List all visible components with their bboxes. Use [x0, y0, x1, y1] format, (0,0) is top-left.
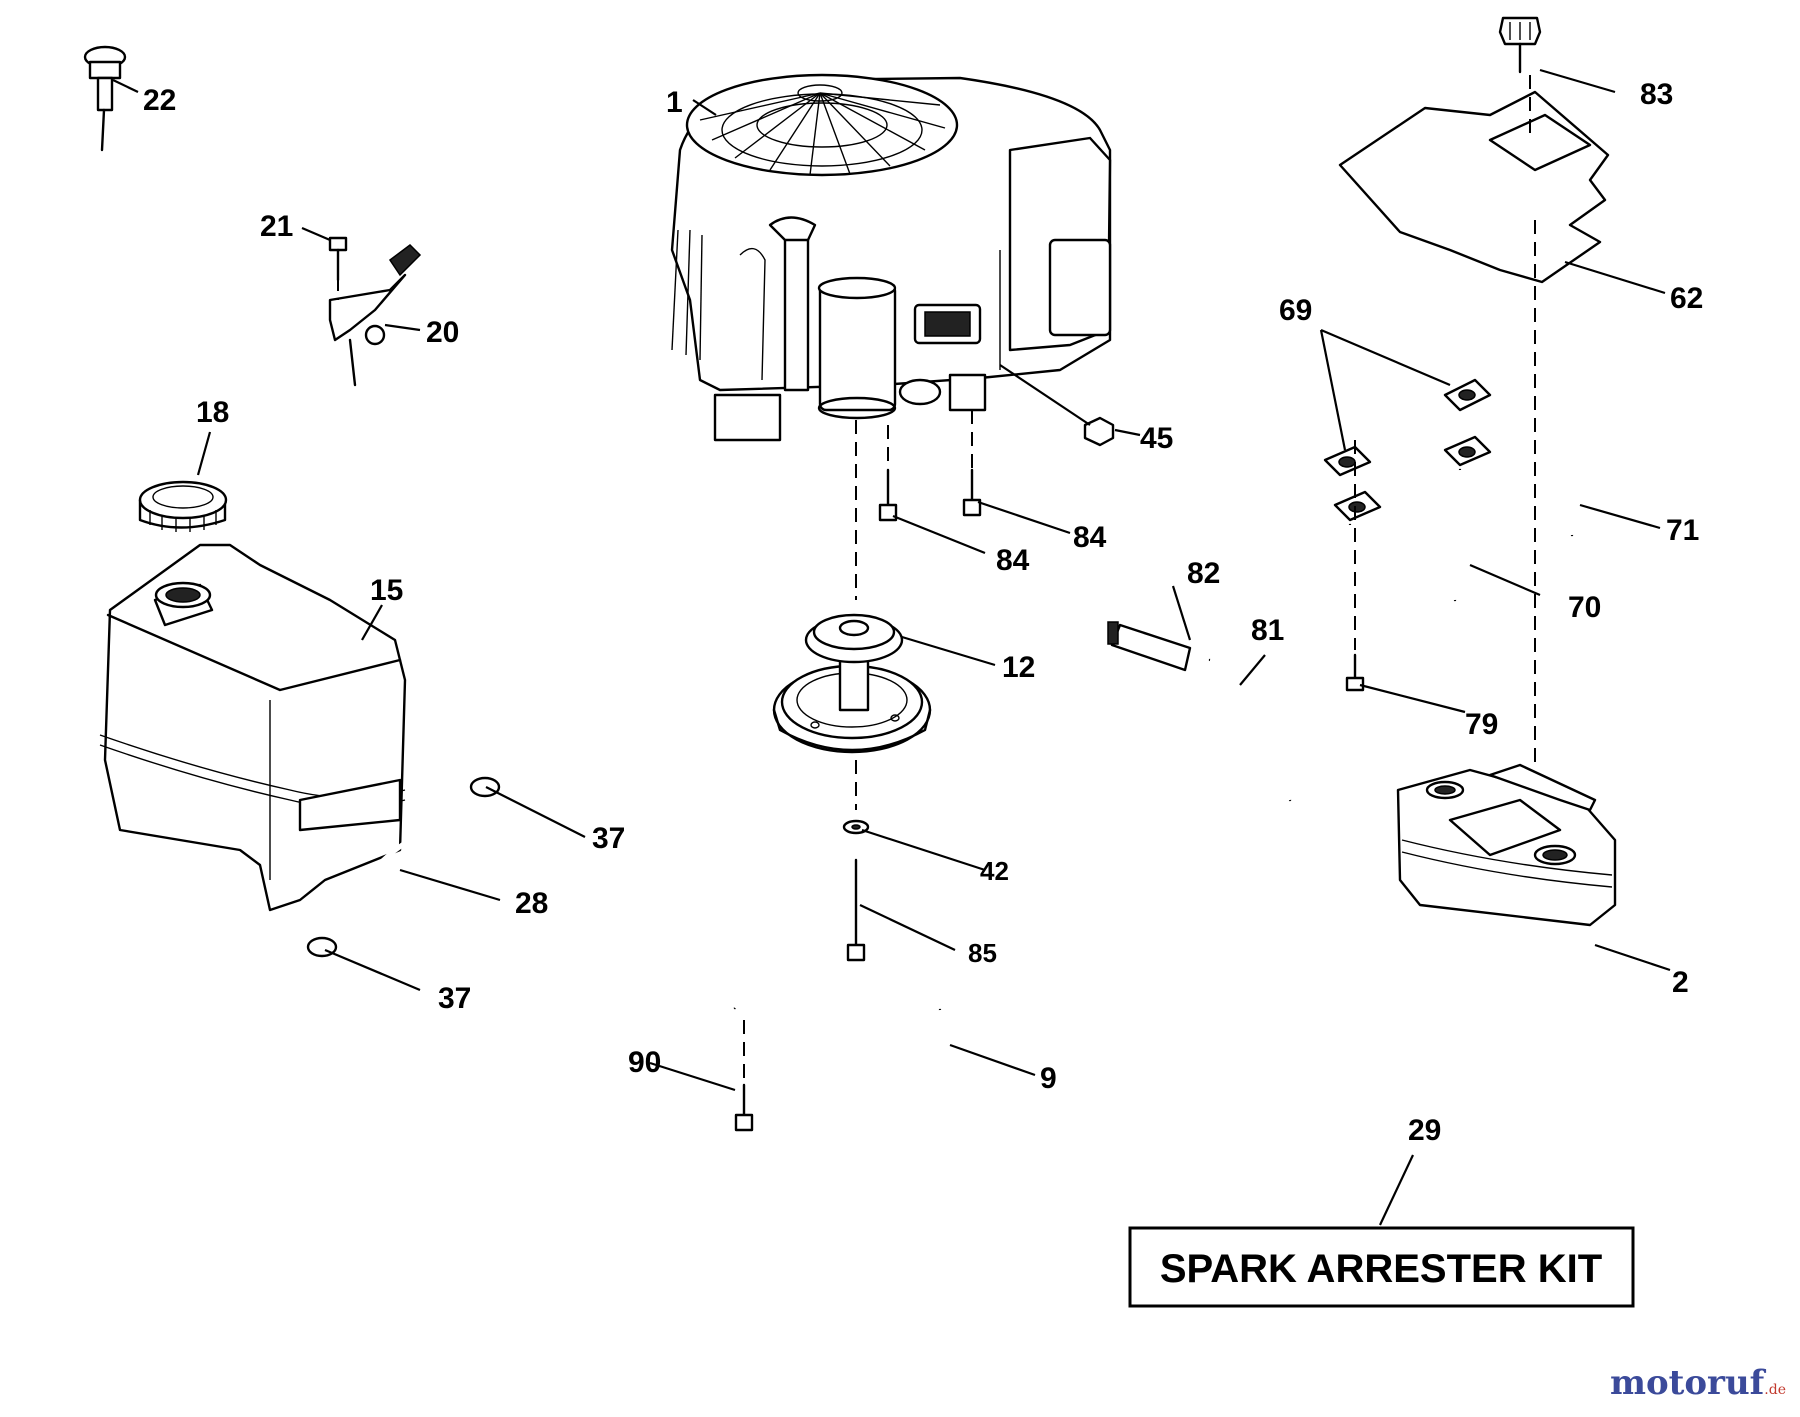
label-part-83: 83 — [1640, 78, 1673, 111]
throttle-control — [328, 236, 422, 387]
fuel-tank — [99, 543, 407, 912]
label-part-21: 21 — [260, 210, 293, 243]
nut — [1083, 416, 1115, 447]
pulley — [772, 613, 932, 754]
primer-plunger — [83, 45, 127, 152]
label-part-79: 79 — [1465, 708, 1498, 741]
label-part-20: 20 — [426, 316, 459, 349]
watermark-tld-text: .de — [1764, 1382, 1786, 1398]
label-part-2: 2 — [1672, 966, 1689, 999]
label-part-84-left: 84 — [996, 544, 1030, 577]
label-part-9: 9 — [1040, 1062, 1057, 1095]
engine — [670, 73, 1112, 442]
label-part-71: 71 — [1666, 514, 1699, 547]
spark-arrester-kit-label: SPARK ARRESTER KIT — [1160, 1247, 1602, 1291]
label-part-81: 81 — [1251, 614, 1284, 647]
label-part-85: 85 — [968, 938, 997, 968]
label-part-82: 82 — [1187, 557, 1220, 590]
spark-arrester-kit-box: SPARK ARRESTER KIT — [1128, 1226, 1635, 1308]
label-part-42: 42 — [980, 856, 1009, 886]
label-part-28: 28 — [515, 887, 548, 920]
part-labels: 22 21 20 18 15 37 28 37 1 12 84 84 42 85… — [143, 78, 1703, 1147]
label-part-18: 18 — [196, 396, 229, 429]
assembly-axis-lines — [337, 75, 1536, 1080]
leader-lines — [112, 68, 1671, 1226]
label-part-29: 29 — [1408, 1114, 1441, 1147]
breather-hose — [1107, 621, 1299, 803]
heat-shield — [1338, 90, 1610, 284]
label-part-12: 12 — [1002, 651, 1035, 684]
label-part-45: 45 — [1140, 422, 1173, 455]
fuel-cap — [138, 480, 228, 532]
label-part-90: 90 — [628, 1046, 661, 1079]
label-part-15: 15 — [370, 574, 403, 607]
screw — [1498, 16, 1542, 74]
label-part-22: 22 — [143, 84, 176, 117]
muffler — [1396, 763, 1617, 927]
label-part-69: 69 — [1279, 294, 1312, 327]
engine-bolts — [734, 468, 982, 1132]
watermark-main-text: motoruf — [1610, 1363, 1765, 1403]
label-part-62: 62 — [1670, 282, 1703, 315]
label-part-37-upper: 37 — [592, 822, 625, 855]
label-part-37-lower: 37 — [438, 982, 471, 1015]
control-rod — [733, 998, 1016, 1143]
label-part-1: 1 — [666, 86, 683, 119]
label-part-84-right: 84 — [1073, 521, 1107, 554]
label-part-70: 70 — [1568, 591, 1601, 624]
watermark-logo: motoruf.de — [1610, 1363, 1786, 1403]
